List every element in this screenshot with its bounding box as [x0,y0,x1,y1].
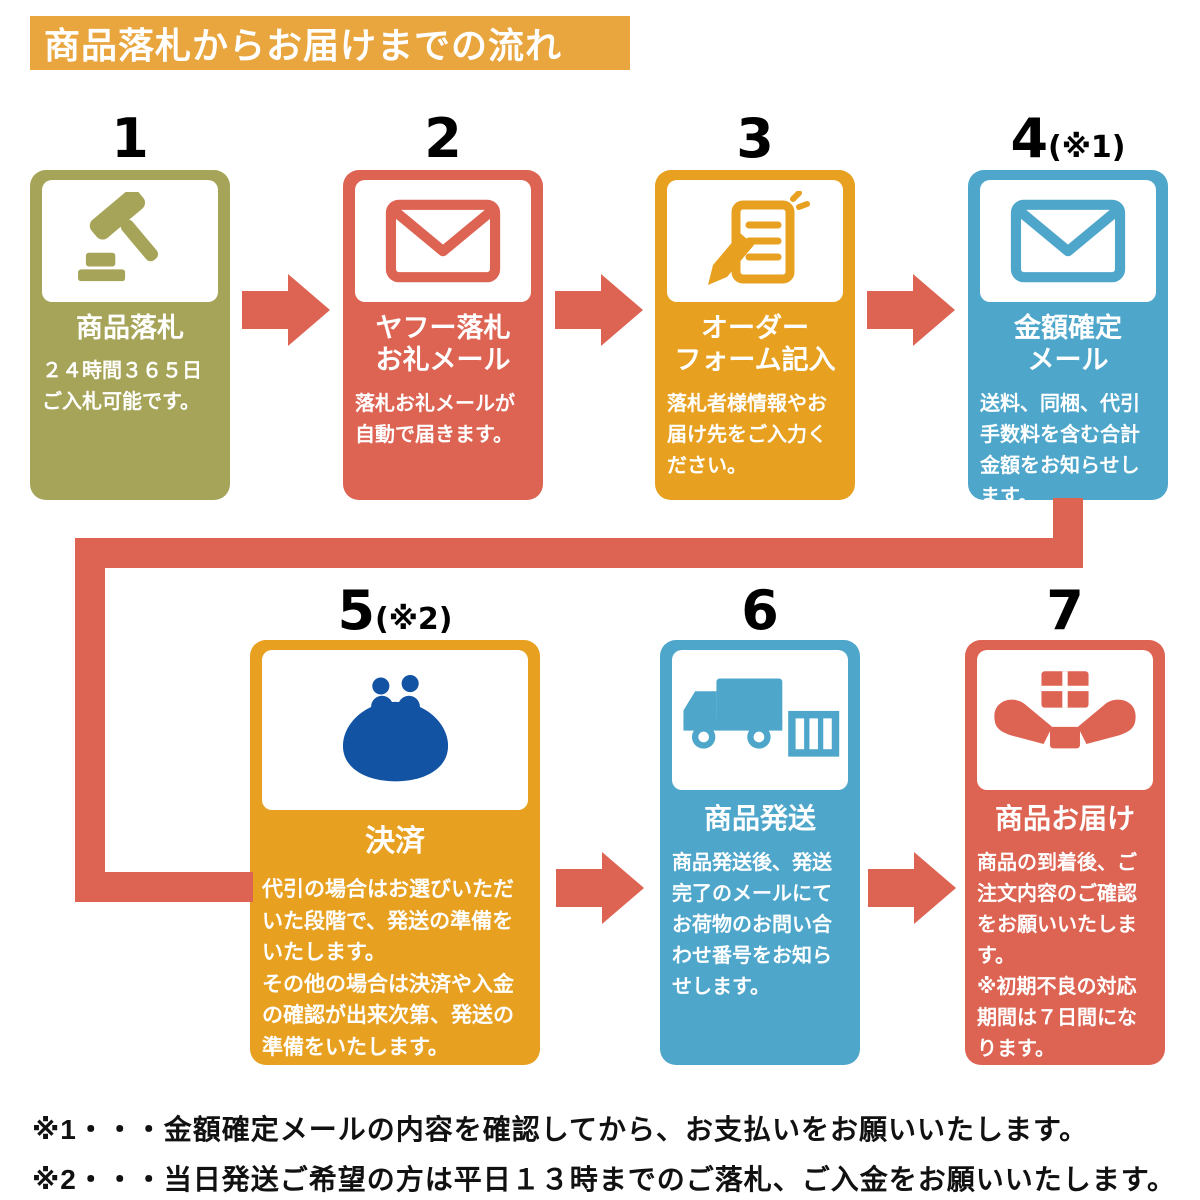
page-title: 商品落札からお届けまでの流れ [30,16,630,70]
step-number-4: 4(※1) [1010,107,1126,170]
arrow-right-icon [242,274,330,346]
footnote-2: ※2・・・当日発送ご希望の方は平日１３時までのご落札、ご入金をお願いいたします。 [32,1164,1176,1195]
step-description: 送料、同梱、代引手数料を含む合計金額をお知らせします。 [980,392,1140,508]
mail-envelope-icon [980,180,1156,302]
flow-connector-segment [75,538,1083,568]
step-description: 落札者様情報やお届け先をご入力ください。 [667,392,827,477]
arrow-right-icon [868,852,956,924]
step-card-price-mail: 金額確定 メール 送料、同梱、代引手数料を含む合計金額をお知らせします。 [968,170,1168,508]
step-title: 商品落札 [76,313,184,343]
step-card-auction-win: 商品落札 ２４時間３６５日ご入札可能です。 [30,170,230,500]
footnote-1: ※1・・・金額確定メールの内容を確認してから、お支払いをお願いいたします。 [32,1114,1089,1145]
hands-package-icon [977,650,1153,790]
flow-connector-segment [75,538,105,902]
truck-box-icon [672,650,848,790]
step-card-delivery: 商品お届け 商品の到着後、ご注文内容のご確認をお願いいたします。 ※初期不良の対… [965,640,1165,1065]
flow-connector-segment [75,872,253,902]
step-card-thanks-mail: ヤフー落札 お礼メール 落札お礼メールが自動で届きます。 [343,170,543,500]
step-description: 落札お礼メールが自動で届きます。 [355,392,515,446]
step-card-shipping: 商品発送 商品発送後、発送完了のメールにてお荷物のお問い合わせ番号をお知らせしま… [660,640,860,1065]
step-title: 金額確定 メール [1014,313,1122,376]
step-description: ２４時間３６５日ご入札可能です。 [42,360,202,414]
arrow-right-icon [556,852,644,924]
step-description: 商品発送後、発送完了のメールにてお荷物のお問い合わせ番号をお知らせします。 [672,851,832,998]
step-title: 商品発送 [703,803,816,834]
arrow-right-icon [867,274,955,346]
form-pencil-icon [667,180,843,302]
mail-envelope-icon [355,180,531,302]
step-number-5: 5(※2) [337,579,453,642]
step-title: ヤフー落札 お礼メール [375,313,511,376]
step-title: オーダー フォーム記入 [674,313,836,376]
step-number-6: 6 [741,579,779,642]
step-title: 決済 [365,825,425,858]
step-number-1: 1 [111,107,149,170]
step-description: 商品の到着後、ご注文内容のご確認をお願いいたします。 ※初期不良の対応期間は７日… [977,851,1137,1060]
arrow-right-icon [555,274,643,346]
step-number-2: 2 [424,107,462,170]
coin-purse-icon [262,650,528,810]
gavel-icon [42,180,218,302]
step-number-3: 3 [736,107,774,170]
step-card-payment: 決済 代引の場合はお選びいただいた段階で、発送の準備をいたします。 その他の場合… [250,640,540,1065]
step-card-order-form: オーダー フォーム記入 落札者様情報やお届け先をご入力ください。 [655,170,855,500]
step-title: 商品お届け [994,803,1135,834]
step-number-7: 7 [1046,579,1084,642]
step-description: 代引の場合はお選びいただいた段階で、発送の準備をいたします。 その他の場合は決済… [262,878,514,1059]
